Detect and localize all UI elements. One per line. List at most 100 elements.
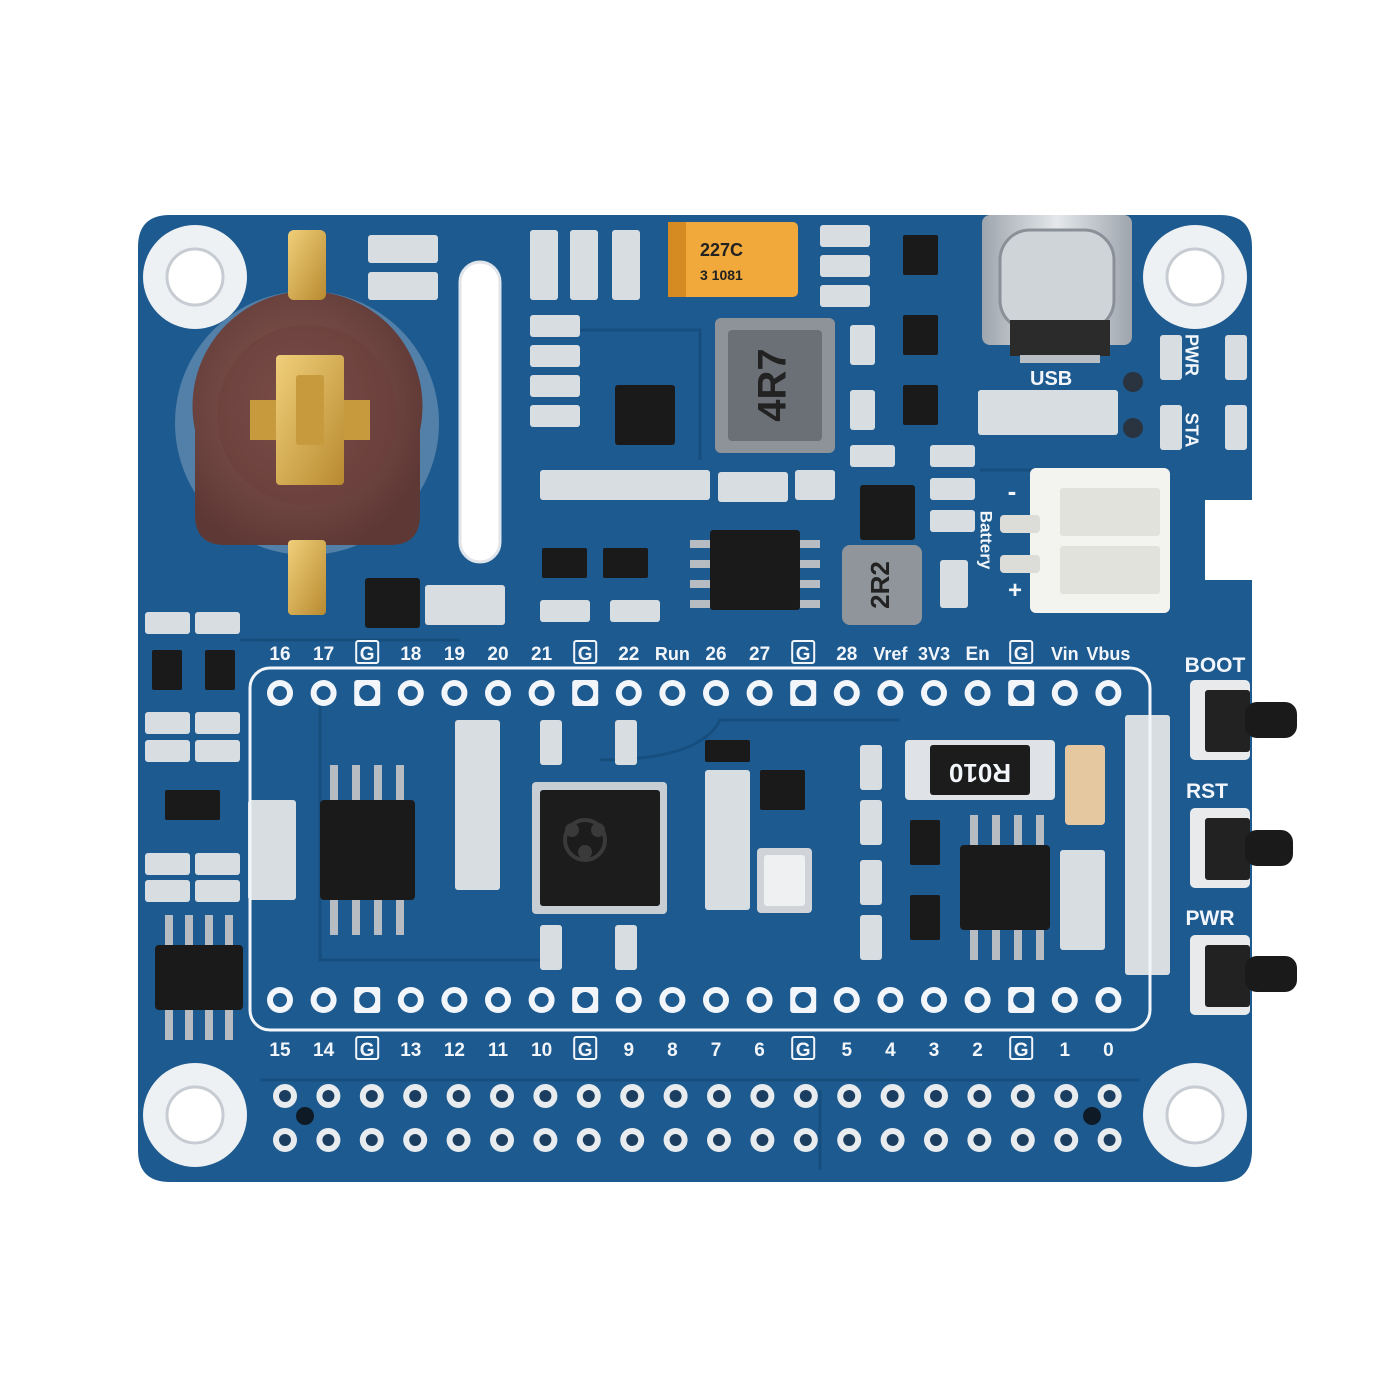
- pin-label: 19: [444, 644, 465, 665]
- gpio-hole: [1060, 1134, 1073, 1146]
- gpio-hole: [496, 1090, 508, 1102]
- header-hole: [795, 992, 812, 1008]
- pin-label: 15: [269, 1040, 291, 1061]
- header-hole: [709, 686, 723, 700]
- pin-label: G: [796, 1040, 811, 1061]
- gpio-hole: [756, 1090, 769, 1102]
- pin-label: 12: [444, 1040, 465, 1061]
- pwr-button-label: PWR: [1186, 907, 1235, 930]
- pin-label: 8: [667, 1040, 678, 1061]
- header-hole: [970, 686, 985, 700]
- pin-label: Vref: [873, 644, 908, 664]
- header-hole: [1013, 992, 1030, 1008]
- gpio-hole: [669, 1090, 682, 1102]
- gpio-hole: [843, 1134, 856, 1146]
- bottom-header-holes: [267, 987, 1122, 1013]
- header-hole: [273, 686, 287, 700]
- header-hole: [927, 993, 941, 1007]
- gpio-hole: [452, 1134, 465, 1146]
- ground-label-box: [1009, 1036, 1034, 1060]
- header-hole: [621, 993, 636, 1007]
- header-hole: [665, 686, 680, 700]
- pin-label: En: [965, 644, 989, 665]
- pin-label: 16: [269, 644, 290, 665]
- gpio-hole: [799, 1134, 812, 1146]
- gpio-header: [273, 1084, 1122, 1152]
- header-hole: [359, 685, 376, 701]
- header-hole: [577, 992, 594, 1008]
- led: [1123, 372, 1143, 392]
- header-hole: [534, 686, 549, 700]
- ground-label-box: [355, 1036, 380, 1060]
- pin-label: G: [1014, 1040, 1029, 1061]
- pin-label: Vbus: [1086, 644, 1130, 664]
- traces: [240, 328, 1140, 1170]
- pin-label: G: [360, 644, 375, 665]
- ground-label-box: [355, 640, 380, 664]
- pin-label: 14: [313, 1040, 335, 1061]
- sta-led-label: STA: [1181, 413, 1201, 448]
- header-hole: [359, 992, 376, 1008]
- pin-label: 17: [313, 644, 334, 665]
- pico-outline: [248, 666, 1152, 1032]
- gpio-hole: [409, 1134, 422, 1146]
- header-hole: [534, 993, 549, 1007]
- boot-button-label: BOOT: [1185, 654, 1246, 677]
- shunt-resistor: R010: [905, 740, 1055, 800]
- gpio-hole: [582, 1134, 595, 1146]
- gpio-hole: [626, 1090, 639, 1102]
- gpio-hole: [365, 1134, 378, 1146]
- tactile-button-icon[interactable]: [1190, 808, 1293, 888]
- fiducial-hole: [296, 1107, 314, 1125]
- coin-cell-holder-icon: [175, 230, 439, 615]
- pin-label: 3: [929, 1040, 940, 1061]
- pin-label: 7: [711, 1040, 722, 1061]
- pwr-led-label: PWR: [1181, 334, 1201, 376]
- tactile-button-icon[interactable]: [1190, 680, 1297, 760]
- rst-button-label: RST: [1186, 780, 1228, 803]
- pin-label: 11: [488, 1040, 509, 1061]
- pin-label: 20: [487, 644, 508, 665]
- header-hole: [883, 686, 898, 700]
- capacitor: [1065, 745, 1105, 825]
- header-hole: [316, 686, 331, 700]
- ground-label-box: [791, 640, 816, 664]
- shunt-value: R010: [949, 758, 1011, 788]
- battery-minus-label: -: [1008, 476, 1017, 506]
- gpio-hole: [322, 1090, 335, 1102]
- gpio-hole: [1103, 1090, 1116, 1102]
- gpio-hole: [930, 1134, 942, 1146]
- header-hole: [621, 686, 636, 700]
- tactile-button-icon[interactable]: [1190, 935, 1297, 1015]
- battery-label: Battery: [977, 511, 996, 570]
- pin-label: Run: [655, 644, 690, 664]
- header-hole: [447, 686, 462, 700]
- mounting-hole-icon: [1143, 225, 1247, 329]
- mounting-hole-icon: [143, 1063, 247, 1167]
- gpio-hole: [973, 1090, 986, 1102]
- gpio-hole: [452, 1090, 465, 1102]
- mcu-chip-icon: [532, 782, 667, 914]
- pin-label: G: [578, 644, 593, 665]
- header-hole: [839, 993, 854, 1007]
- gpio-hole: [669, 1134, 682, 1146]
- pin-label: 4: [885, 1040, 896, 1061]
- gpio-hole: [756, 1134, 769, 1146]
- header-hole: [1101, 686, 1116, 700]
- gpio-hole: [930, 1090, 942, 1102]
- header-hole: [491, 686, 505, 700]
- header-hole: [752, 993, 767, 1007]
- pin-label: 9: [624, 1040, 635, 1061]
- gpio-hole: [496, 1134, 508, 1146]
- gpio-hole: [1016, 1134, 1029, 1146]
- ground-label-box: [791, 1036, 816, 1060]
- gpio-hole: [713, 1134, 725, 1146]
- header-hole: [577, 685, 594, 701]
- pin-label: 2: [972, 1040, 983, 1061]
- inductor-4r7: 4R7: [715, 318, 835, 453]
- gpio-hole: [279, 1090, 291, 1102]
- header-hole: [447, 993, 462, 1007]
- header-hole: [403, 686, 418, 700]
- gpio-hole: [799, 1090, 812, 1102]
